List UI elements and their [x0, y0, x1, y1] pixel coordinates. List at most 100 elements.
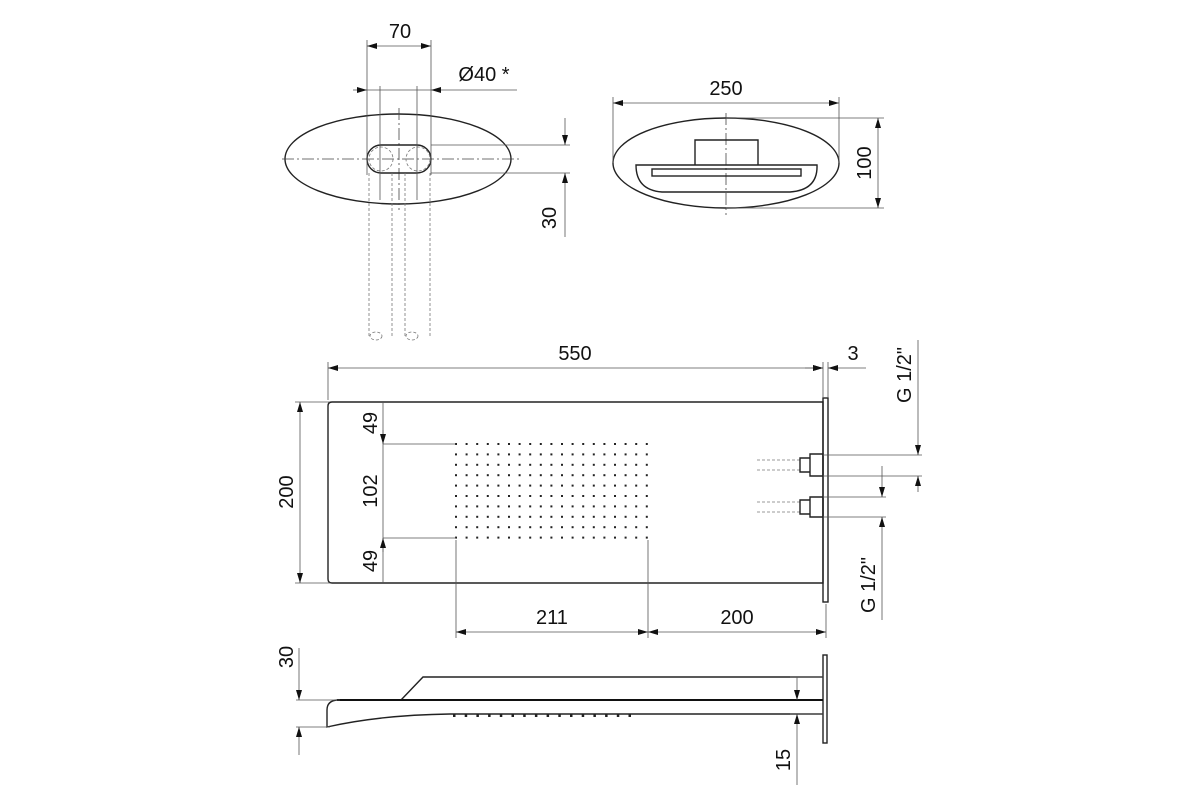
- nozzle: [486, 484, 489, 487]
- nozzle: [624, 536, 627, 539]
- nozzle: [561, 484, 563, 487]
- nozzle: [550, 463, 553, 466]
- nozzle: [561, 536, 563, 539]
- nozzle: [561, 474, 563, 477]
- nozzle: [465, 515, 468, 518]
- connector-top: [757, 453, 824, 477]
- nozzle: [497, 463, 500, 466]
- nozzle: [592, 526, 595, 529]
- nozzle: [635, 474, 638, 477]
- hidden-pipes: [368, 173, 431, 341]
- nozzle: [603, 443, 606, 445]
- nozzle: [486, 536, 489, 539]
- nozzle: [486, 474, 489, 477]
- nozzle: [624, 484, 627, 487]
- connector-bottom: [757, 496, 824, 518]
- nozzle: [571, 495, 574, 497]
- nozzle: [455, 453, 457, 456]
- nozzle: [571, 443, 574, 445]
- nozzle: [645, 495, 648, 497]
- nozzle: [571, 505, 574, 508]
- dim-label-49-top: 49: [360, 412, 382, 434]
- nozzle: [603, 453, 606, 456]
- nozzle: [465, 526, 468, 529]
- nozzle: [508, 453, 510, 456]
- nozzle: [518, 474, 521, 477]
- dim-label-30: 30: [539, 207, 561, 229]
- nozzle: [592, 515, 595, 518]
- nozzle: [582, 453, 585, 456]
- nozzle: [497, 453, 500, 456]
- nozzle: [465, 484, 468, 487]
- nozzle: [570, 714, 573, 717]
- nozzle: [624, 474, 627, 477]
- nozzle: [550, 505, 553, 508]
- nozzle: [571, 515, 574, 518]
- nozzle: [635, 443, 638, 445]
- nozzle: [582, 463, 585, 466]
- nozzle: [455, 484, 457, 487]
- nozzle: [603, 536, 606, 539]
- nozzle: [614, 515, 616, 518]
- nozzle: [614, 474, 616, 477]
- nozzle: [476, 484, 479, 487]
- nozzle: [518, 536, 521, 539]
- nozzle: [497, 474, 500, 477]
- nozzle: [624, 495, 627, 497]
- nozzle: [635, 484, 638, 487]
- nozzle: [539, 505, 542, 508]
- inlet-block: [694, 139, 759, 165]
- dim-label-100: 100: [854, 146, 876, 179]
- nozzle: [561, 443, 563, 445]
- nozzle: [539, 515, 542, 518]
- nozzle: [603, 463, 606, 466]
- dim-label-211: 211: [536, 607, 568, 629]
- nozzle: [508, 515, 510, 518]
- nozzle: [582, 474, 585, 477]
- nozzle: [571, 474, 574, 477]
- nozzle: [645, 463, 648, 466]
- dim-label-49-bottom: 49: [360, 550, 382, 572]
- nozzle: [645, 453, 648, 456]
- nozzle: [518, 495, 521, 497]
- nozzle: [529, 484, 532, 487]
- dim-label-250: 250: [709, 78, 742, 100]
- nozzle: [582, 505, 585, 508]
- dim-label-550: 550: [558, 343, 591, 365]
- nozzle: [476, 474, 479, 477]
- nozzle: [497, 495, 500, 497]
- nozzle: [486, 526, 489, 529]
- nozzle: [550, 536, 553, 539]
- wall-plate: [822, 654, 828, 744]
- nozzle: [508, 443, 510, 445]
- nozzle: [508, 495, 510, 497]
- nozzle: [614, 484, 616, 487]
- nozzle: [603, 526, 606, 529]
- nozzle: [529, 474, 532, 477]
- nozzle: [561, 453, 563, 456]
- nozzle: [603, 495, 606, 497]
- nozzle: [497, 536, 500, 539]
- nozzle: [645, 484, 648, 487]
- nozzle: [592, 484, 595, 487]
- nozzle: [529, 443, 532, 445]
- nozzle: [529, 505, 532, 508]
- nozzle: [511, 714, 514, 717]
- nozzle: [497, 526, 500, 529]
- nozzle: [616, 714, 620, 717]
- wall-plate: [822, 397, 829, 603]
- nozzle: [592, 443, 595, 445]
- nozzle: [529, 495, 532, 497]
- dim-label-30-side: 30: [276, 646, 298, 668]
- nozzle: [476, 505, 479, 508]
- nozzle: [592, 536, 595, 539]
- nozzle: [488, 714, 491, 717]
- nozzle: [593, 714, 596, 717]
- nozzle: [614, 536, 616, 539]
- nozzle: [582, 495, 585, 497]
- nozzle: [453, 714, 456, 717]
- nozzle: [455, 505, 457, 508]
- nozzle: [508, 474, 510, 477]
- nozzle: [635, 515, 638, 518]
